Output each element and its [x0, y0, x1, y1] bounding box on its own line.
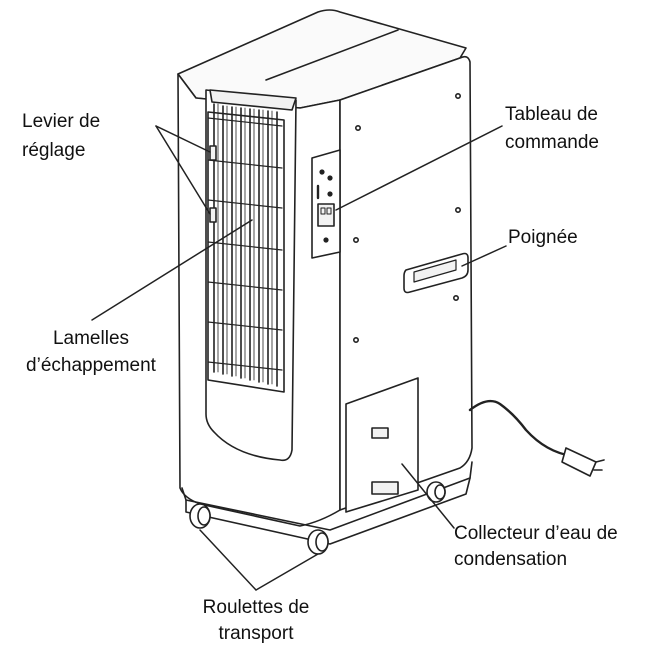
unit-base-bottom: [185, 477, 471, 545]
label-levier-line1: Levier de: [22, 111, 101, 132]
label-roulettes-line2: transport: [218, 623, 294, 644]
exhaust-panel: [205, 89, 297, 462]
unit-base: [181, 461, 473, 531]
leader-roulettes-1: [199, 529, 257, 591]
screw: [352, 336, 359, 343]
label-tableau-line1: Tableau de: [505, 104, 598, 125]
label-poignee: Poignée: [508, 227, 578, 248]
collector-tab: [371, 481, 399, 495]
label-collecteur-line2: condensation: [454, 549, 568, 570]
label-lamelles-line2: d’échappement: [26, 355, 156, 376]
label-collecteur-line1: Collecteur d’eau de: [454, 523, 618, 544]
transport-wheels: [189, 481, 446, 555]
exhaust-louvers: [213, 103, 278, 387]
louver-frame: [207, 111, 285, 393]
louver-grid: [207, 117, 283, 371]
leader-collecteur: [401, 463, 455, 529]
unit-top-seam: [265, 29, 399, 81]
screw: [354, 125, 361, 132]
power-cord: [468, 399, 574, 458]
adjustment-lever-top: [209, 145, 217, 161]
leader-poignee: [461, 245, 507, 267]
leader-lamelles: [91, 219, 253, 321]
exhaust-panel-top-bar: [209, 89, 297, 111]
label-levier-line2: réglage: [22, 140, 86, 161]
screw: [452, 294, 459, 301]
leader-lines: [91, 125, 507, 591]
collector-latch: [371, 427, 389, 439]
leader-levier-2: [155, 125, 211, 215]
control-display: [317, 203, 335, 227]
screw: [454, 207, 461, 214]
condensation-collector: [345, 377, 419, 513]
screw: [352, 237, 359, 244]
label-lamelles-line1: Lamelles: [52, 328, 130, 349]
leader-levier-1: [155, 125, 211, 153]
label-roulettes-line1: Roulettes de: [202, 597, 310, 618]
screw: [454, 93, 461, 100]
leader-roulettes-2: [255, 553, 319, 591]
leader-tableau: [335, 125, 503, 211]
label-tableau-line2: commande: [505, 132, 599, 153]
adjustment-lever-bottom: [209, 207, 217, 223]
power-plug: [561, 447, 597, 477]
